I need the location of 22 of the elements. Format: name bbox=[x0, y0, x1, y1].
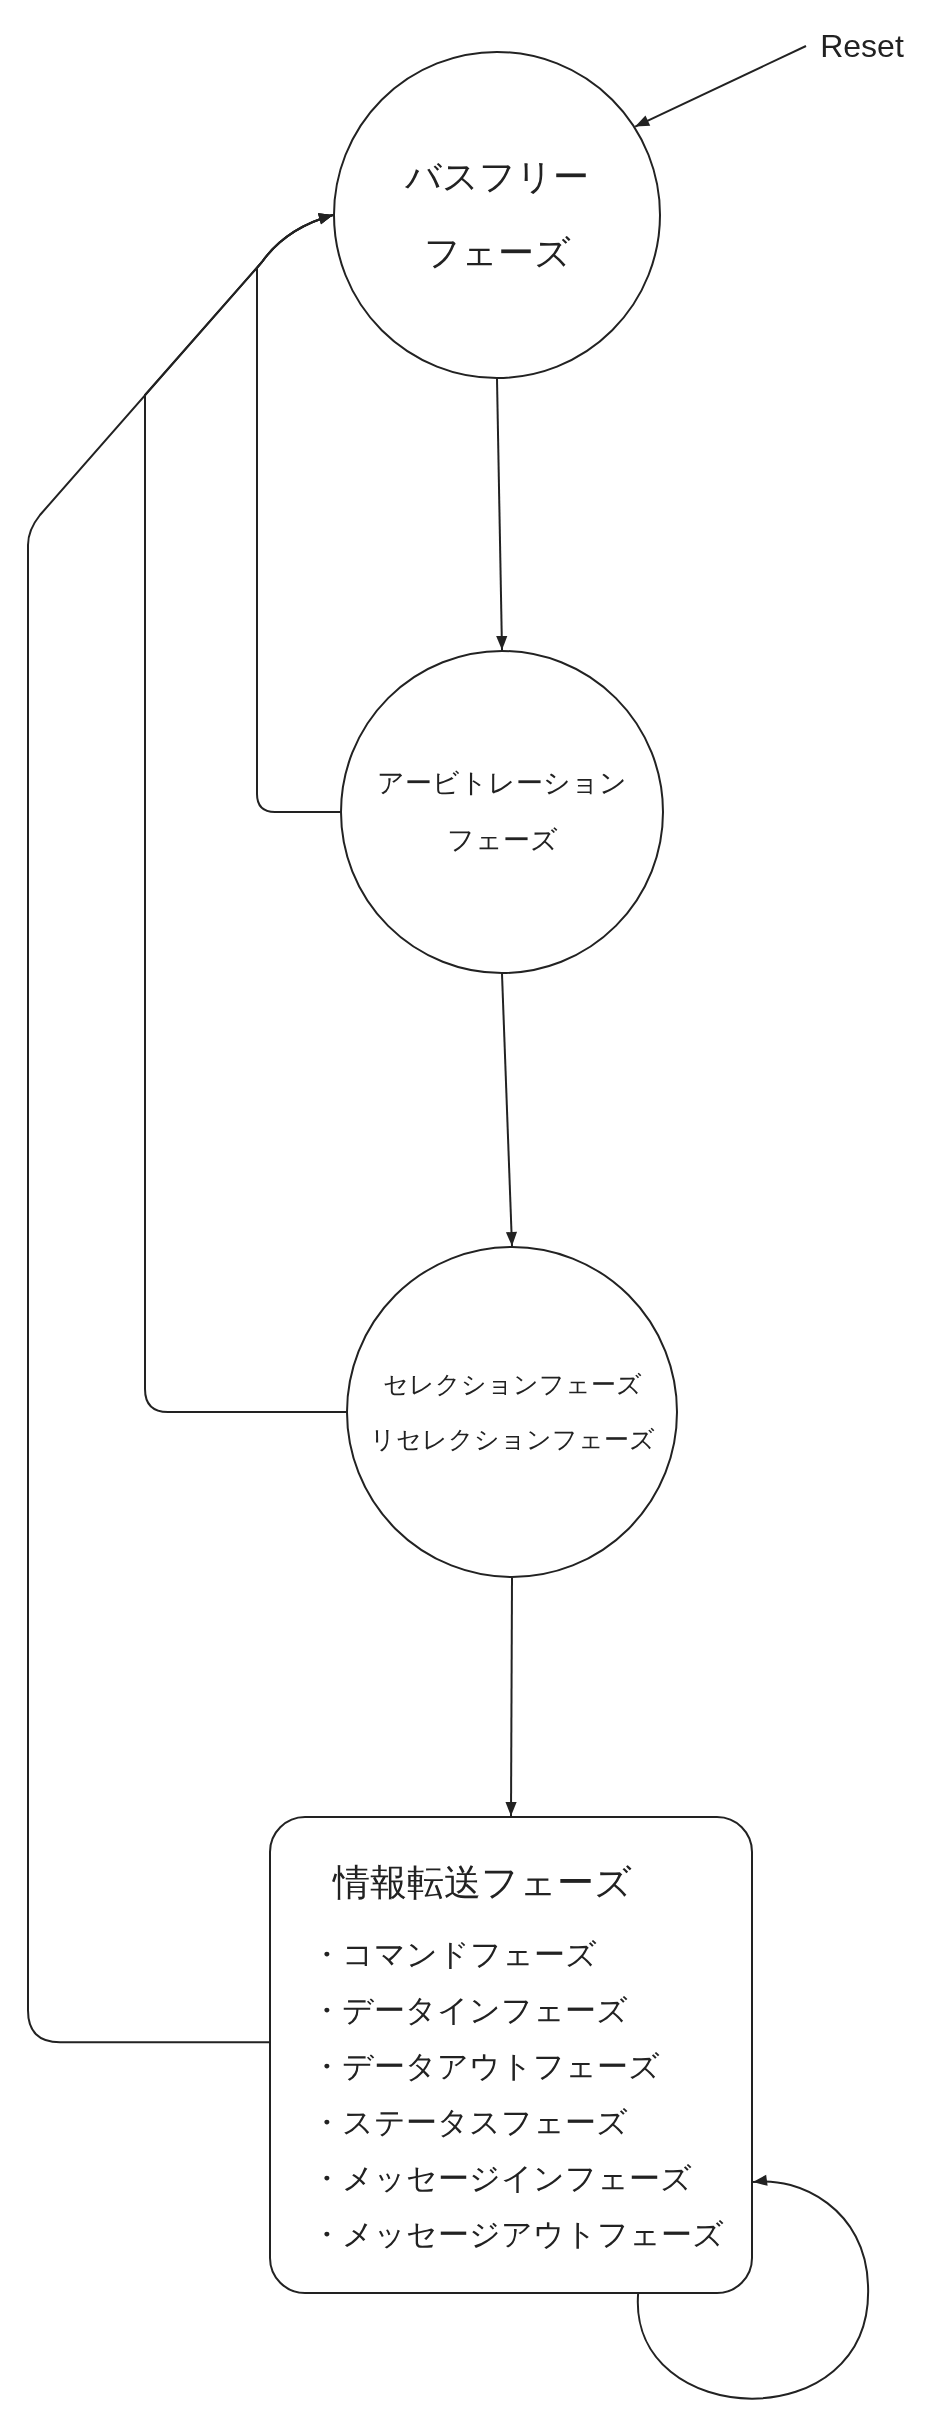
state-label: バスフリーフェーズ bbox=[404, 155, 590, 275]
list-item: ・データインフェーズ bbox=[311, 1991, 628, 2030]
state-circle bbox=[340, 650, 664, 974]
list-item: ・メッセージインフェーズ bbox=[311, 2159, 692, 2198]
list-item: ・コマンドフェーズ bbox=[311, 1935, 597, 1974]
state-label: リセレクションフェーズ bbox=[369, 1424, 655, 1456]
phase-heading: 情報転送フェーズ bbox=[333, 1860, 632, 1906]
state-box bbox=[269, 1816, 753, 2294]
list-item: ・メッセージアウトフェーズ bbox=[311, 2215, 724, 2254]
reset-label: Reset bbox=[806, 24, 918, 68]
state-label: アービトレーションフェーズ bbox=[377, 766, 627, 857]
list-item: ・ステータスフェーズ bbox=[311, 2103, 628, 2142]
arrow bbox=[634, 45, 807, 128]
arrow bbox=[27, 213, 334, 2044]
state-circle bbox=[346, 1246, 678, 1578]
state-circle bbox=[333, 51, 661, 379]
arrow bbox=[496, 378, 508, 651]
list-item: ・データアウトフェーズ bbox=[311, 2047, 660, 2086]
arrow bbox=[637, 2175, 869, 2400]
arrow bbox=[505, 1577, 517, 1817]
arrow bbox=[501, 973, 518, 1247]
state-label: セレクションフェーズ bbox=[382, 1369, 642, 1401]
